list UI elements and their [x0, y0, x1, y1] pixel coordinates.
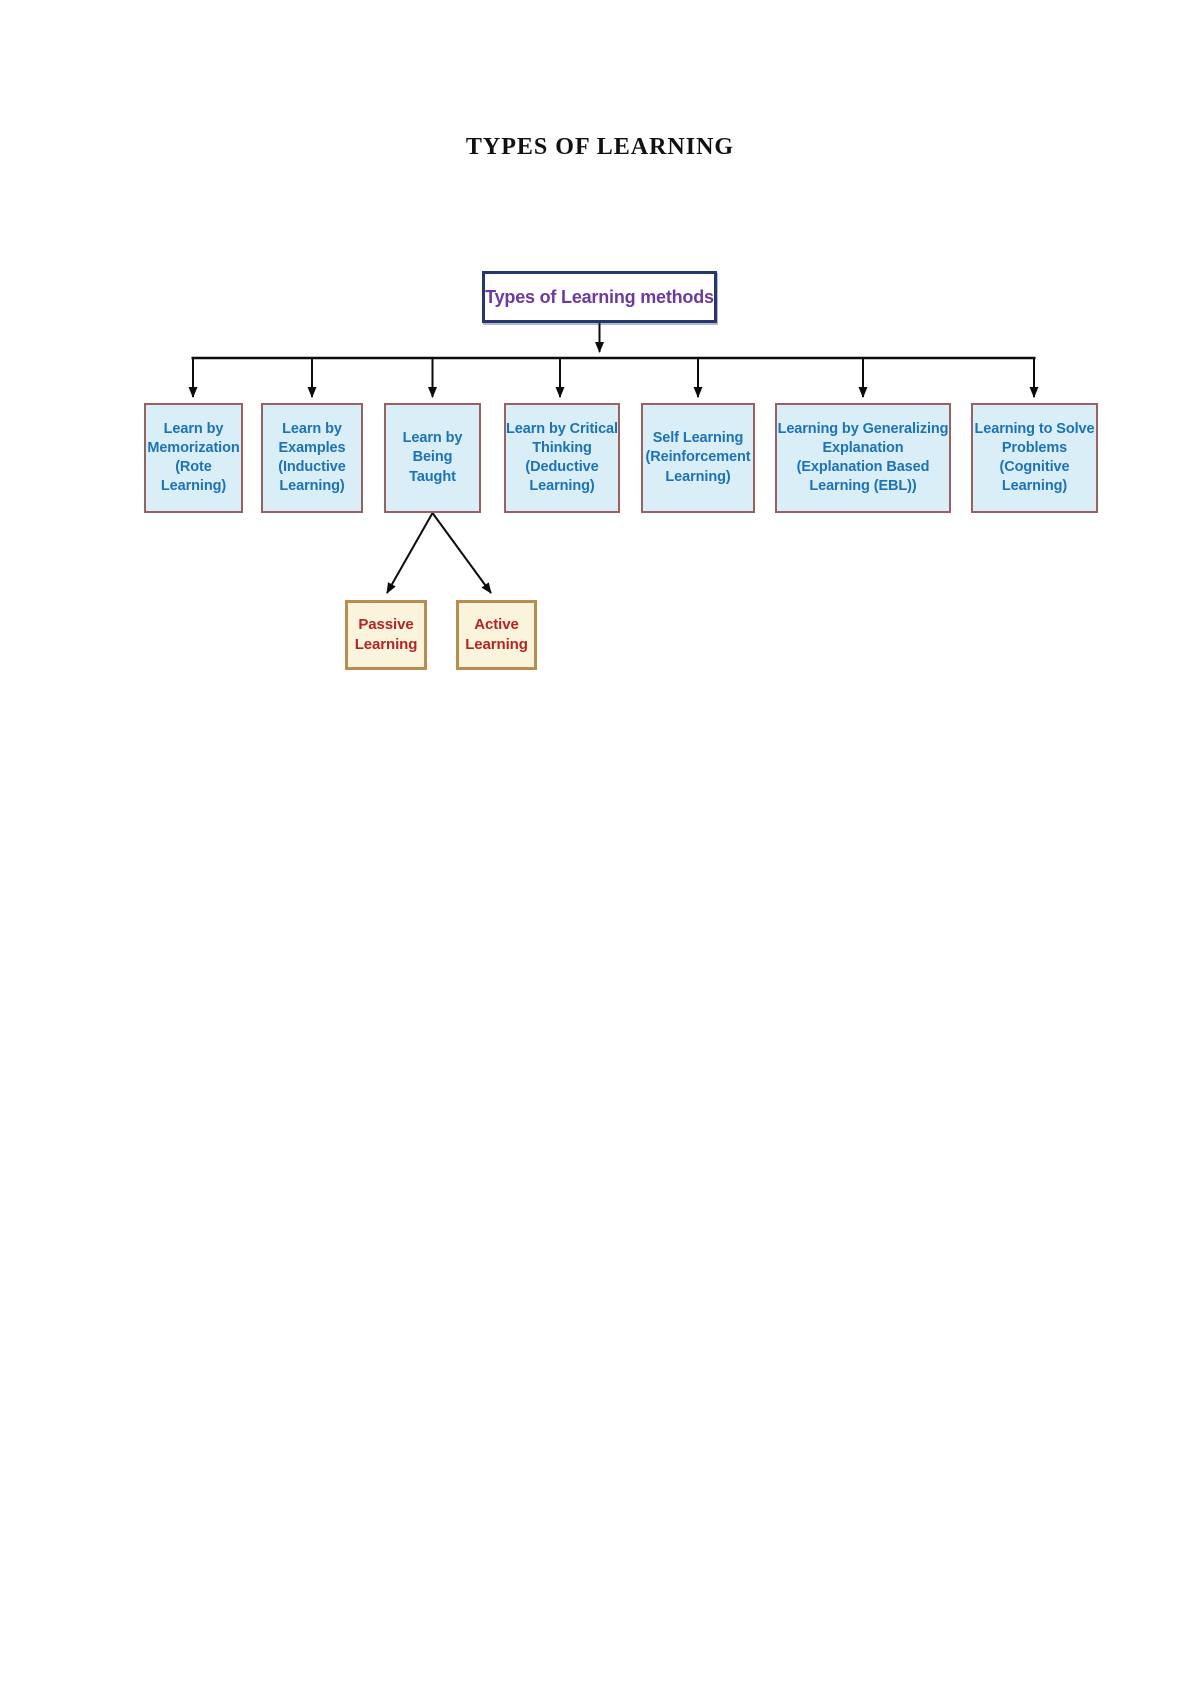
connector-split-to-passive: [386, 512, 434, 594]
page-title: TYPES OF LEARNING: [465, 134, 735, 160]
node-active-learning: Active Learning: [456, 600, 537, 670]
node-learn-by-memorization: Learn by Memorization (Rote Learning): [144, 403, 243, 513]
connector-lines: [188, 323, 1039, 594]
connector-split-to-active: [431, 512, 492, 594]
node-self-learning: Self Learning (Reinforcement Learning): [641, 403, 755, 513]
node-passive-learning: Passive Learning: [345, 600, 427, 670]
node-learning-to-solve-problems: Learning to Solve Problems (Cognitive Le…: [971, 403, 1098, 513]
node-learn-by-examples: Learn by Examples (Inductive Learning): [261, 403, 363, 513]
node-learning-by-generalizing-explanation: Learning by Generalizing Explanation (Ex…: [775, 403, 951, 513]
node-learn-by-being-taught: Learn by Being Taught: [384, 403, 481, 513]
node-learn-by-critical-thinking: Learn by Critical Thinking (Deductive Le…: [504, 403, 620, 513]
node-types-of-learning-methods: Types of Learning methods: [482, 271, 717, 323]
